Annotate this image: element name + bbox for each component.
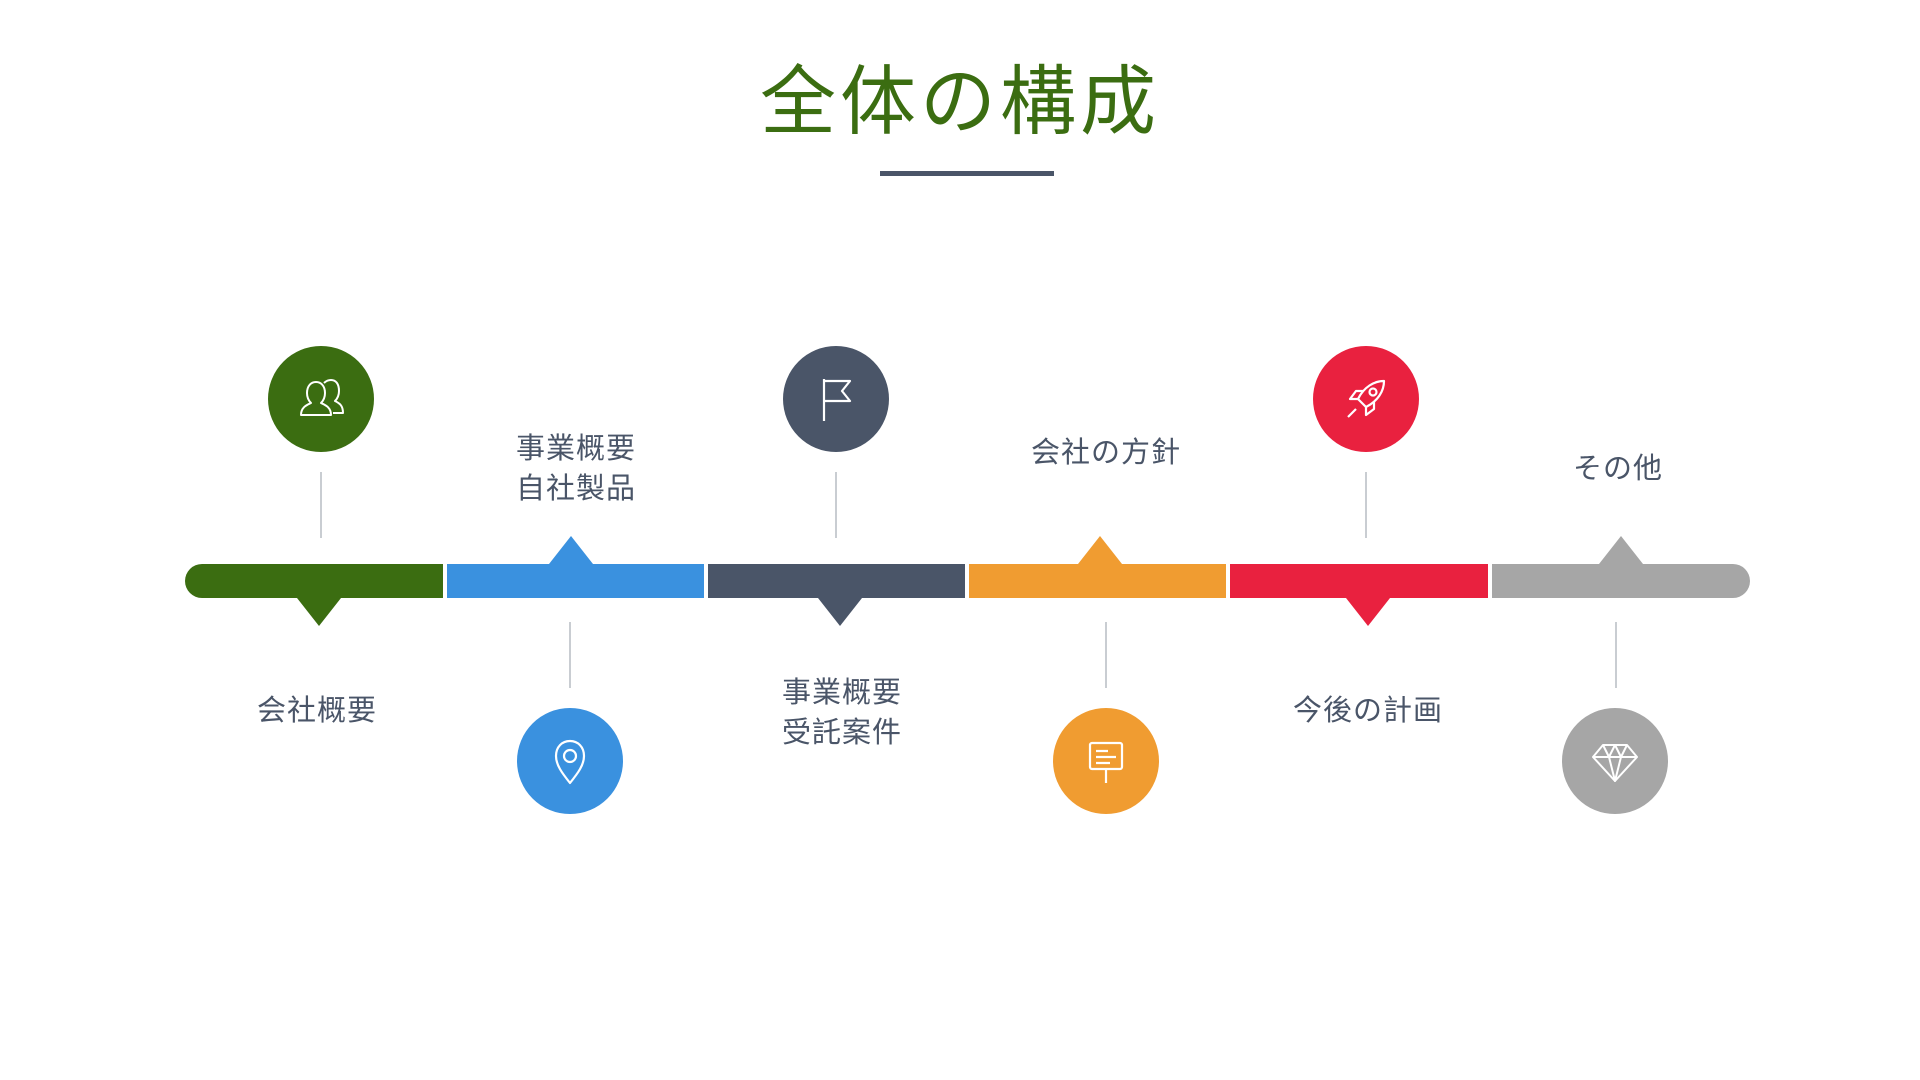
step-2-label-line-1: 事業概要 [515,431,636,465]
connector-line-3 [835,472,837,538]
rocket-icon [1347,379,1386,418]
step-5-label-line-1: 今後の計画 [1292,693,1443,727]
step-2-label: 事業概要 自社製品 [446,428,706,508]
people-icon [300,379,344,416]
connector-line-2 [569,622,571,688]
timeline-pointer-1 [297,598,341,626]
connector-line-5 [1365,472,1367,538]
step-5-label: 今後の計画 [1238,690,1498,730]
step-3-label-line-1: 事業概要 [781,675,902,709]
step-4-label-line-1: 会社の方針 [1030,435,1181,469]
timeline-pointer-6 [1599,536,1643,564]
map-pin-icon [554,739,586,785]
flag-icon [822,379,852,421]
timeline-pointer-3 [818,598,862,626]
timeline-segment-5 [1230,564,1488,598]
page-title: 全体の構成 [760,57,1160,146]
step-4-label: 会社の方針 [976,432,1236,472]
timeline-pointer-4 [1078,536,1122,564]
timeline-segment-1 [185,564,443,598]
step-1-label-line-1: 会社概要 [256,693,377,727]
diamond-icon [1592,744,1638,782]
timeline-segment-6 [1492,564,1750,598]
connector-line-4 [1105,622,1107,688]
step-5-icon-circle [1313,346,1419,452]
connector-line-1 [320,472,322,538]
signboard-icon [1088,741,1124,783]
step-3-label: 事業概要 受託案件 [712,672,972,752]
timeline-pointer-5 [1346,598,1390,626]
timeline-segment-2 [447,564,704,598]
step-4-icon-circle [1053,708,1159,814]
step-6-label-line-1: その他 [1572,451,1663,485]
step-2-label-line-2: 自社製品 [515,471,636,505]
step-2-icon-circle [517,708,623,814]
connector-line-6 [1615,622,1617,688]
title-underline [880,171,1054,176]
timeline-pointer-2 [549,536,593,564]
step-6-label: その他 [1488,448,1748,488]
timeline-segment-3 [708,564,965,598]
timeline-segment-4 [969,564,1226,598]
step-3-icon-circle [783,346,889,452]
step-6-icon-circle [1562,708,1668,814]
step-3-label-line-2: 受託案件 [781,715,902,749]
step-1-icon-circle [268,346,374,452]
step-1-label: 会社概要 [187,690,447,730]
